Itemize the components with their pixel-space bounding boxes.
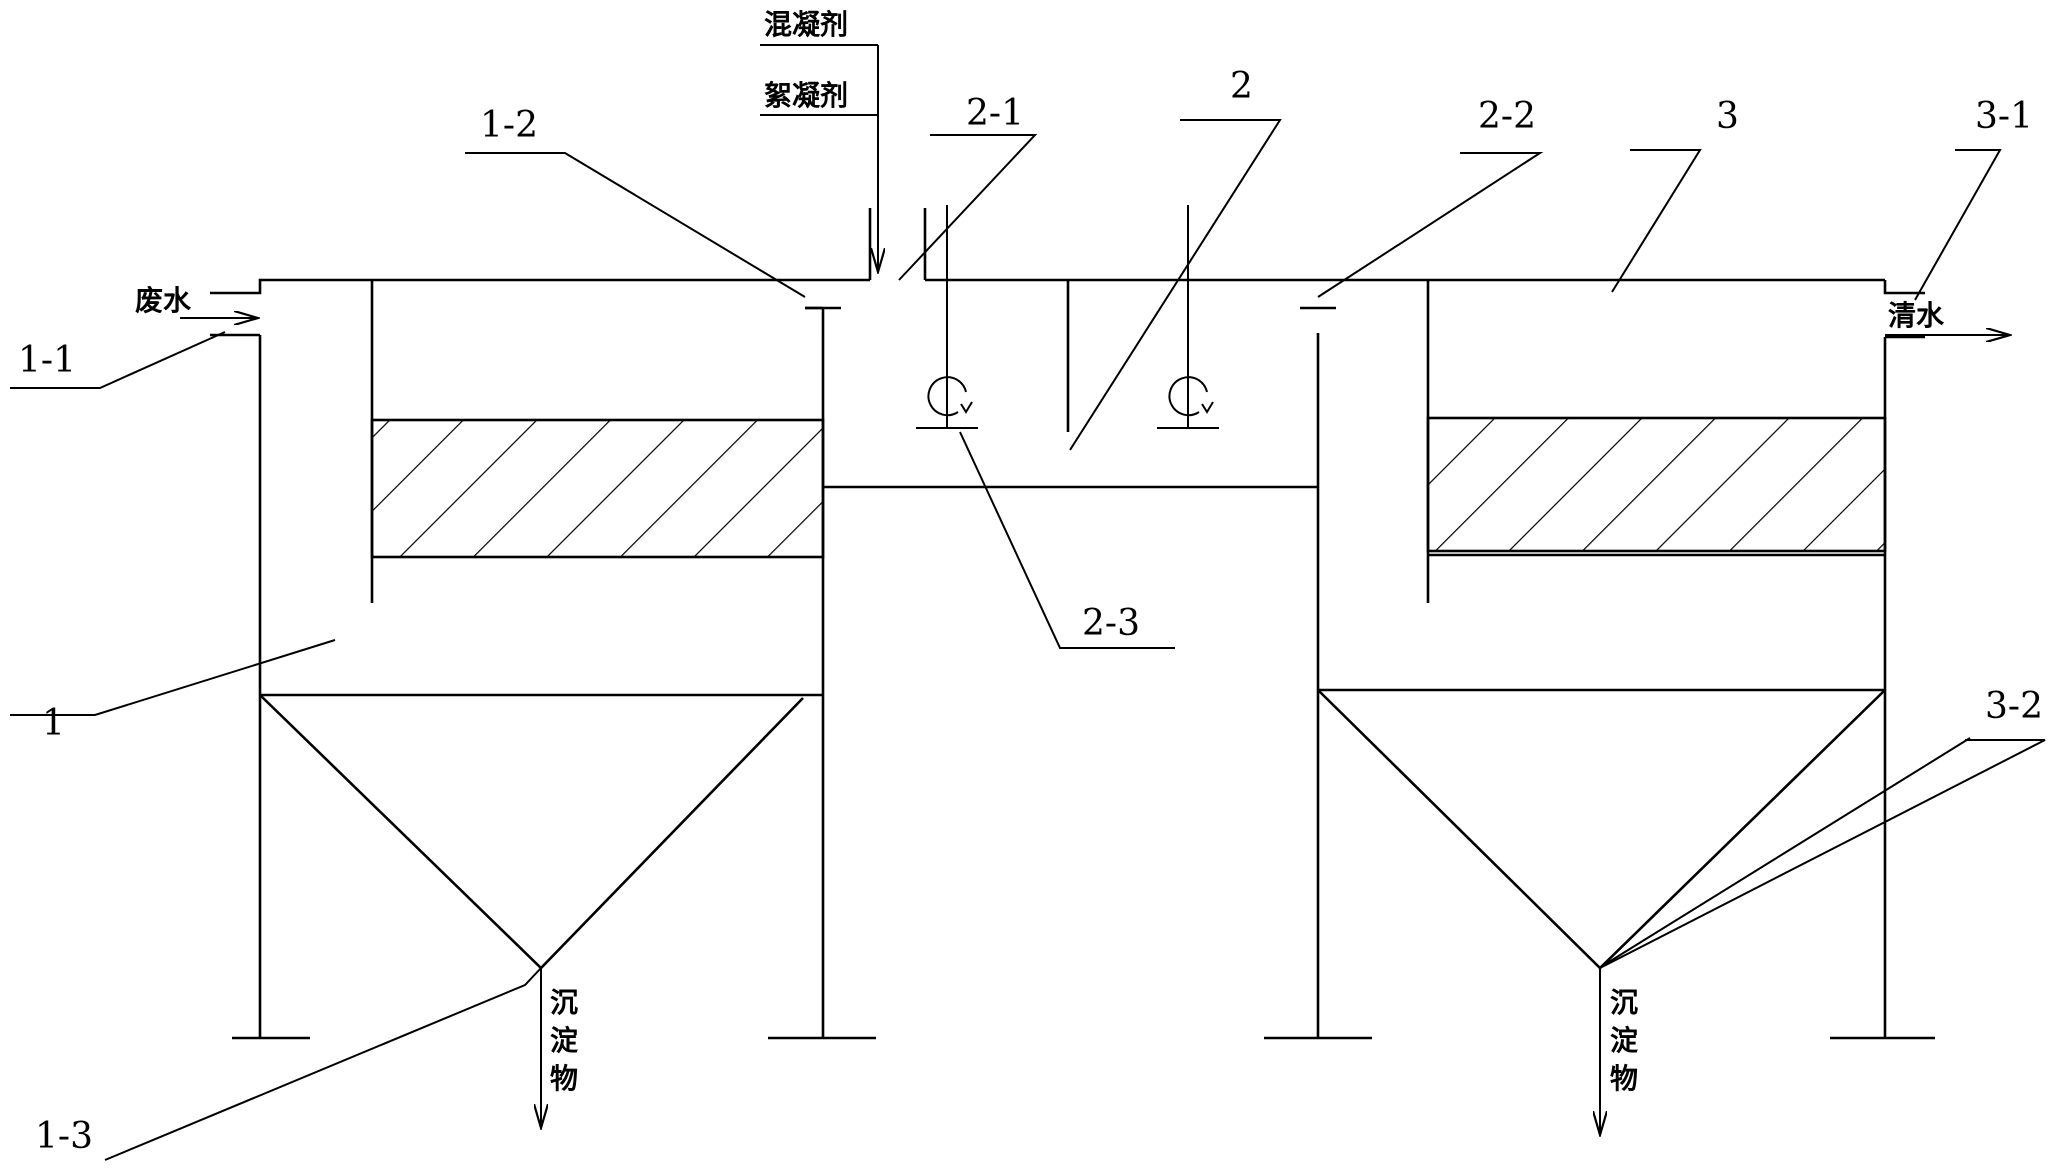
label-1-3: 1-3 <box>35 1116 93 1157</box>
label-1-1: 1-1 <box>18 340 76 381</box>
label-2: 2 <box>1230 66 1253 107</box>
label-3-1: 3-1 <box>1975 96 2033 137</box>
label-3: 3 <box>1716 96 1739 137</box>
tank-3 <box>1264 280 1935 1135</box>
coagulant-label: 混凝剂 <box>764 8 848 41</box>
tank-1 <box>210 278 876 1128</box>
sediment-left-1: 沉 <box>550 986 578 1019</box>
flocculant-label: 絮凝剂 <box>764 79 848 112</box>
label-1-2: 1-2 <box>480 105 538 146</box>
sediment-left-2: 淀 <box>550 1024 579 1057</box>
sediment-left-3: 物 <box>550 1062 578 1095</box>
sediment-right-2: 淀 <box>1610 1024 1639 1057</box>
clear-water-label: 清水 <box>1888 299 1945 332</box>
label-2-2: 2-2 <box>1478 96 1536 137</box>
tank-2 <box>823 205 1885 489</box>
label-1: 1 <box>42 703 65 744</box>
label-3-2: 3-2 <box>1985 686 2043 727</box>
wastewater-label: 废水 <box>135 284 192 317</box>
leader-lines <box>10 119 2046 1161</box>
label-2-1: 2-1 <box>966 93 1024 134</box>
label-2-3: 2-3 <box>1082 603 1140 644</box>
sediment-right-3: 物 <box>1610 1062 1638 1095</box>
filter-pack-right <box>1426 416 1887 553</box>
rotation-icon <box>1168 376 1208 417</box>
sediment-right-1: 沉 <box>1610 986 1638 1019</box>
rotation-icon <box>927 376 967 417</box>
filter-pack-left <box>370 418 825 559</box>
